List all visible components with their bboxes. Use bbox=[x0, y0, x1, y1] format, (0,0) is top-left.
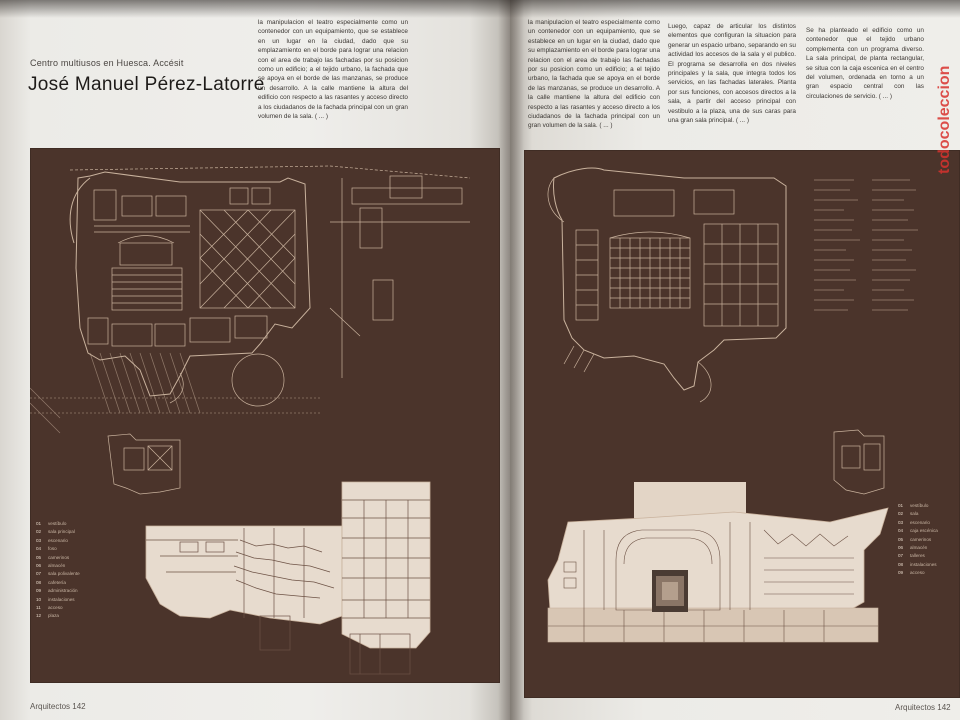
legend-num: 04 bbox=[898, 528, 904, 534]
legend-num: 07 bbox=[898, 553, 904, 559]
legend-label: almacén bbox=[48, 563, 66, 569]
legend-num: 05 bbox=[36, 554, 42, 560]
legend-num: 08 bbox=[36, 579, 42, 585]
legend-num: 05 bbox=[898, 536, 904, 542]
legend-label: vestíbulo bbox=[910, 503, 929, 508]
legend-num: 09 bbox=[898, 570, 904, 576]
left-legend: 01 vestíbulo 02 sala principal 03 escenario… bbox=[36, 520, 80, 621]
left-page-folio: Arquitectos 142 bbox=[30, 702, 86, 711]
plaza-circle bbox=[231, 353, 285, 407]
legend-num: 02 bbox=[36, 529, 42, 535]
legend-label: escenario bbox=[910, 519, 930, 525]
legend-label: sala polivalente bbox=[48, 571, 80, 577]
legend-row: 02 sala principal bbox=[36, 528, 80, 536]
right-drawing-panel: 01 vestíbulo 02 sala 03 escenario 04 caja es… bbox=[524, 150, 960, 698]
right-text-column-2-content: Luego, capaz de articular los distintos … bbox=[668, 23, 796, 125]
legend-row: 11 acceso bbox=[36, 604, 80, 612]
section-drawing-right bbox=[547, 507, 889, 643]
legend-num: 04 bbox=[36, 546, 42, 552]
legend-label: camerinos bbox=[910, 536, 932, 542]
legend-label: administración bbox=[48, 588, 78, 594]
legend-row: 02 sala bbox=[898, 510, 938, 518]
site-hatch bbox=[30, 352, 320, 434]
right-legend: 01 vestíbulo 02 sala 03 escenario 04 caja es… bbox=[898, 502, 938, 578]
right-text-column-2: Luego, capaz de articular los distintos … bbox=[668, 22, 796, 138]
right-drawing-svg bbox=[547, 167, 918, 643]
legend-num: 08 bbox=[898, 561, 904, 567]
legend-label: vestíbulo bbox=[48, 521, 67, 526]
legend-label: cafetería bbox=[48, 579, 66, 585]
legend-row: 10 instalaciones bbox=[36, 596, 80, 604]
legend-num: 06 bbox=[898, 545, 904, 551]
legend-num: 10 bbox=[36, 596, 42, 602]
legend-num: 09 bbox=[36, 588, 42, 594]
author-title: José Manuel Pérez-Latorre bbox=[28, 74, 265, 95]
legend-num: 01 bbox=[898, 503, 904, 508]
legend-row: 07 talleres bbox=[898, 552, 938, 560]
legend-row: 12 plaza bbox=[36, 612, 80, 620]
legend-num: 11 bbox=[36, 605, 41, 611]
legend-num: 02 bbox=[898, 511, 904, 517]
legend-label: caja escénica bbox=[910, 528, 938, 534]
legend-label: talleres bbox=[910, 553, 925, 559]
section-drawing bbox=[145, 481, 431, 675]
right-page-folio: Arquitectos 142 bbox=[895, 703, 951, 712]
section-label: Centro multiusos en Huesca. Accésit bbox=[30, 58, 184, 68]
legend-row: 06 almacén bbox=[36, 562, 80, 570]
book-gutter bbox=[498, 0, 524, 720]
auditorium-seating bbox=[111, 235, 183, 311]
legend-row: 09 acceso bbox=[898, 569, 938, 577]
legend-label: sala principal bbox=[48, 529, 75, 535]
watermark-logo: todocoleccion bbox=[936, 66, 953, 174]
left-drawing-panel: 01 vestíbulo 02 sala principal 03 escenario… bbox=[30, 148, 500, 683]
legend-row: 08 instalaciones bbox=[898, 561, 938, 569]
legend-num: 07 bbox=[36, 571, 42, 577]
legend-num: 12 bbox=[36, 613, 42, 619]
left-body-text: la manipulacion el teatro especialmente … bbox=[258, 18, 408, 138]
legend-row: 03 escenario bbox=[898, 519, 938, 527]
right-text-column-3: Se ha planteado el edificio como un cont… bbox=[806, 26, 924, 146]
legend-num: 03 bbox=[36, 537, 42, 543]
legend-label: sala bbox=[910, 511, 919, 517]
legend-row: 03 escenario bbox=[36, 537, 80, 545]
legend-label: foso bbox=[48, 546, 57, 552]
legend-label: acceso bbox=[48, 605, 63, 611]
stage-grid bbox=[199, 209, 296, 309]
legend-num: 01 bbox=[36, 521, 42, 526]
right-text-column-1-content: la manipulacion el teatro especialmente … bbox=[528, 19, 660, 130]
legend-row: 06 almacén bbox=[898, 544, 938, 552]
plan-rooms bbox=[87, 187, 271, 347]
legend-row: 05 camerinos bbox=[36, 554, 80, 562]
left-body-text-content: la manipulacion el teatro especialmente … bbox=[258, 19, 408, 121]
list-marks bbox=[814, 179, 918, 311]
watermark-text: todocoleccion bbox=[936, 66, 953, 174]
legend-label: instalaciones bbox=[910, 561, 937, 567]
right-text-column-1: la manipulacion el teatro especialmente … bbox=[528, 18, 660, 138]
legend-label: escenario bbox=[48, 537, 68, 543]
legend-num: 03 bbox=[898, 519, 904, 525]
key-plan bbox=[107, 433, 181, 495]
legend-row: 09 administración bbox=[36, 587, 80, 595]
legend-row: 08 cafetería bbox=[36, 579, 80, 587]
legend-row: 07 sala polivalente bbox=[36, 570, 80, 578]
right-text-column-3-content: Se ha planteado el edificio como un cont… bbox=[806, 27, 924, 100]
key-plan-right bbox=[833, 429, 885, 495]
legend-row: 01 vestíbulo bbox=[898, 502, 938, 510]
legend-label: almacén bbox=[910, 545, 928, 551]
legend-label: camerinos bbox=[48, 554, 70, 560]
legend-row: 04 caja escénica bbox=[898, 527, 938, 535]
legend-row: 05 camerinos bbox=[898, 536, 938, 544]
legend-row: 04 foso bbox=[36, 545, 80, 553]
legend-label: instalaciones bbox=[48, 596, 75, 602]
left-drawing-svg bbox=[30, 165, 471, 675]
plan-annex bbox=[329, 175, 470, 378]
legend-label: plaza bbox=[48, 613, 59, 619]
upper-plan bbox=[547, 167, 787, 403]
legend-num: 06 bbox=[36, 563, 42, 569]
legend-row: 01 vestíbulo bbox=[36, 520, 80, 528]
top-shadow bbox=[0, 0, 960, 18]
legend-label: acceso bbox=[910, 570, 925, 576]
